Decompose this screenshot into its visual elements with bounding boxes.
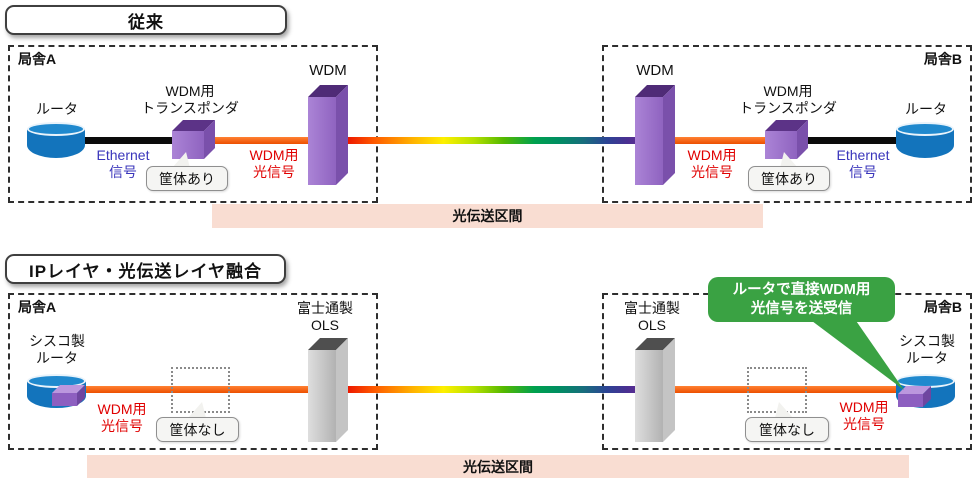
optical-signal-label-top-right: WDM用 光信号 bbox=[687, 147, 737, 181]
transponder-label-left: WDM用 トランスポンダ bbox=[141, 83, 239, 117]
annotation-bubble: ルータで直接WDM用 光信号を送受信 bbox=[708, 277, 895, 322]
box-face-front bbox=[52, 393, 77, 406]
optical-span-band-top: 光伝送区間 bbox=[212, 204, 763, 228]
box-face-side bbox=[336, 85, 348, 185]
cisco-router-label-left: シスコ製 ルータ bbox=[29, 333, 85, 367]
wdm-label-left: WDM bbox=[309, 62, 347, 79]
box-face-front bbox=[635, 350, 663, 442]
box-face-front bbox=[898, 394, 923, 407]
coherent-module-box-right bbox=[898, 386, 931, 407]
ethernet-signal-label-right: Ethernet 信号 bbox=[836, 147, 890, 181]
station-a-top-label: 局舎A bbox=[18, 51, 57, 67]
optical-line-left bbox=[205, 137, 313, 144]
chassis-callout-top-right: 筐体あり bbox=[748, 166, 830, 191]
wdm-fiber-rainbow-top bbox=[338, 137, 640, 144]
wdm-fiber-rainbow-bottom bbox=[338, 386, 640, 393]
transponder-label-right: WDM用 トランスポンダ bbox=[739, 83, 837, 117]
box-face-front bbox=[172, 131, 204, 159]
router-cylinder-top-right bbox=[896, 122, 954, 158]
cylinder-top bbox=[27, 122, 85, 136]
router-cylinder-top-left bbox=[27, 122, 85, 158]
ethernet-signal-label-left: Ethernet 信号 bbox=[96, 147, 150, 181]
transponder-box-right bbox=[765, 120, 808, 159]
wdm-tower-right bbox=[635, 85, 675, 185]
ols-label-left: 富士通製 OLS bbox=[297, 300, 353, 334]
ols-tower-right bbox=[635, 338, 675, 442]
dotted-chassis-outline-right bbox=[747, 367, 807, 413]
fusion-title-box: IPレイヤ・光伝送レイヤ融合 bbox=[5, 254, 286, 284]
router-label-right: ルータ bbox=[905, 101, 947, 117]
wdm-tower-left bbox=[308, 85, 348, 185]
coherent-module-box-left bbox=[52, 385, 85, 406]
ols-tower-left bbox=[308, 338, 348, 442]
box-face-front bbox=[308, 350, 336, 442]
optical-line-bottom-right bbox=[665, 386, 897, 393]
optical-signal-label-bottom-left: WDM用 光信号 bbox=[97, 401, 147, 435]
box-face-front bbox=[635, 97, 663, 185]
cylinder-top bbox=[896, 122, 954, 136]
box-face-side bbox=[663, 338, 675, 442]
chassis-callout-bottom-left: 筐体なし bbox=[156, 417, 239, 442]
transponder-box-left bbox=[172, 120, 215, 159]
ethernet-line-left bbox=[80, 137, 175, 144]
router-label-left: ルータ bbox=[36, 101, 78, 117]
legacy-title-box: 従来 bbox=[5, 5, 287, 35]
station-a-bottom-label: 局舎A bbox=[18, 299, 57, 315]
ethernet-line-right bbox=[803, 137, 900, 144]
station-a-top-box: 局舎A bbox=[8, 45, 378, 203]
chassis-callout-bottom-right: 筐体なし bbox=[745, 417, 829, 442]
box-face-side bbox=[663, 85, 675, 185]
box-face-front bbox=[308, 97, 336, 185]
station-b-top-label: 局舎B bbox=[923, 51, 962, 67]
optical-line-bottom-left bbox=[82, 386, 313, 393]
station-b-top-box: 局舎B bbox=[602, 45, 972, 203]
optical-signal-label-bottom-right: WDM用 光信号 bbox=[839, 399, 889, 433]
ols-label-right: 富士通製 OLS bbox=[624, 300, 680, 334]
optical-signal-label-top-left: WDM用 光信号 bbox=[249, 147, 299, 181]
cisco-router-label-right: シスコ製 ルータ bbox=[899, 333, 955, 367]
wdm-label-right: WDM bbox=[636, 62, 674, 79]
box-face-side bbox=[336, 338, 348, 442]
optical-line-right bbox=[665, 137, 768, 144]
station-b-bottom-label: 局舎B bbox=[923, 299, 962, 315]
box-face-front bbox=[765, 131, 797, 159]
optical-span-band-bottom: 光伝送区間 bbox=[87, 455, 909, 478]
station-a-bottom-box: 局舎A bbox=[8, 293, 378, 450]
chassis-callout-top-left: 筐体あり bbox=[146, 166, 228, 191]
